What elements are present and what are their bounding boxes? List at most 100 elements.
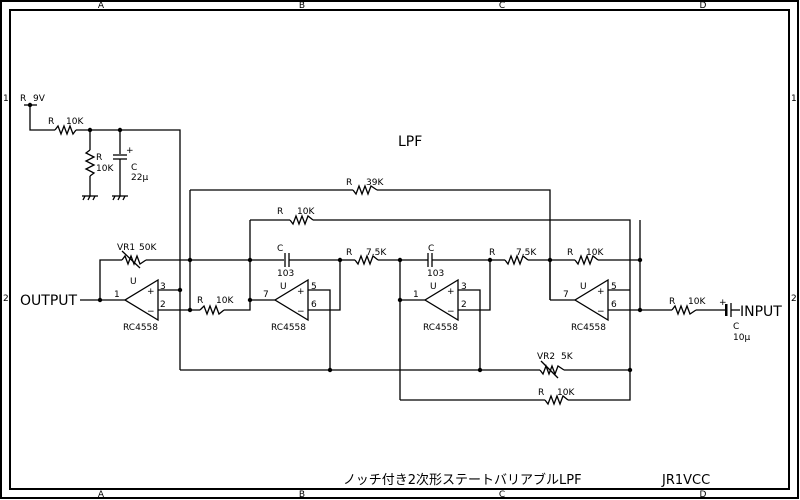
ground-icon <box>82 195 98 201</box>
resistor-r-7-5k-a <box>354 254 379 266</box>
svg-text:1: 1 <box>114 290 120 300</box>
supply-value: 9V <box>33 94 46 104</box>
svg-text:10K: 10K <box>96 164 114 174</box>
svg-text:VR1: VR1 <box>117 243 135 253</box>
svg-text:10K: 10K <box>557 388 575 398</box>
svg-text:RC4558: RC4558 <box>423 323 458 333</box>
svg-text:3: 3 <box>160 282 166 292</box>
svg-text:7: 7 <box>263 290 269 300</box>
opamp-2: + − 5 6 7 U RC4558 <box>263 278 317 333</box>
svg-text:−: − <box>447 307 455 317</box>
svg-text:6: 6 <box>611 300 617 310</box>
resistor-r-7-5k-b <box>504 254 529 266</box>
svg-text:1: 1 <box>413 290 419 300</box>
grid-row-1-right: 1 <box>791 94 797 104</box>
svg-text:R: R <box>489 248 495 258</box>
svg-text:2: 2 <box>160 300 166 310</box>
svg-text:U: U <box>580 282 587 292</box>
svg-text:R: R <box>48 117 54 127</box>
resistor-r-10k-fb <box>289 214 314 226</box>
bias-network: R 9V R 10K R 10K + C 22μ <box>20 94 181 370</box>
svg-text:R: R <box>669 297 675 307</box>
svg-text:C: C <box>733 322 739 332</box>
svg-text:10K: 10K <box>297 207 315 217</box>
svg-text:3: 3 <box>461 282 467 292</box>
svg-text:+: + <box>597 287 605 297</box>
section-label: LPF <box>398 134 422 150</box>
svg-text:5: 5 <box>611 282 617 292</box>
svg-text:7: 7 <box>563 290 569 300</box>
resistor-r-10k-bottom <box>544 394 569 406</box>
capacitor-c-in <box>725 304 728 316</box>
resistor-bias-top <box>54 124 77 136</box>
svg-text:R: R <box>346 248 352 258</box>
input-port: INPUT <box>740 304 782 320</box>
svg-text:10K: 10K <box>586 248 604 258</box>
grid-col-a-top: A <box>98 1 105 11</box>
grid-row-1-left: 1 <box>3 94 9 104</box>
resistor-r-10k-fb2 <box>574 254 599 266</box>
svg-text:10K: 10K <box>216 296 234 306</box>
svg-text:39K: 39K <box>366 178 384 188</box>
svg-text:R: R <box>277 207 283 217</box>
svg-text:C: C <box>428 244 434 254</box>
svg-text:+: + <box>447 287 455 297</box>
grid-col-d-bottom: D <box>700 490 707 500</box>
svg-text:U: U <box>430 282 437 292</box>
svg-text:C: C <box>131 163 137 173</box>
svg-text:R: R <box>538 388 544 398</box>
svg-text:+: + <box>297 287 305 297</box>
svg-text:10K: 10K <box>688 297 706 307</box>
sheet-author: JR1VCC <box>661 473 710 488</box>
svg-text:C: C <box>277 244 283 254</box>
grid-col-a-bottom: A <box>98 490 105 500</box>
svg-text:103: 103 <box>277 269 294 279</box>
resistor-bias-bottom <box>84 149 96 177</box>
grid-col-b-bottom: B <box>299 490 305 500</box>
svg-text:+: + <box>147 287 155 297</box>
svg-text:5K: 5K <box>561 352 574 362</box>
svg-text:+: + <box>719 298 727 308</box>
svg-text:7.5K: 7.5K <box>516 248 537 258</box>
supply-ref: R <box>20 94 26 104</box>
svg-text:U: U <box>130 277 137 287</box>
svg-text:−: − <box>297 307 305 317</box>
output-port: OUTPUT <box>20 293 78 309</box>
svg-text:6: 6 <box>311 300 317 310</box>
svg-text:VR2: VR2 <box>537 352 555 362</box>
ground-icon <box>112 195 128 201</box>
svg-text:−: − <box>597 307 605 317</box>
svg-text:10K: 10K <box>66 117 84 127</box>
svg-text:U: U <box>280 282 287 292</box>
svg-text:R: R <box>197 296 203 306</box>
grid-col-b-top: B <box>299 1 305 11</box>
svg-text:5: 5 <box>311 282 317 292</box>
grid-col-c-top: C <box>499 1 505 11</box>
grid-row-2-right: 2 <box>791 294 797 304</box>
resistor-r-39k <box>352 184 378 196</box>
svg-text:R: R <box>96 153 102 163</box>
opamp-4: + − 5 6 7 U RC4558 <box>563 278 617 333</box>
svg-text:50K: 50K <box>139 243 157 253</box>
opamp-3: + − 3 2 1 U RC4558 <box>413 278 467 333</box>
sheet-title: ノッチ付き2次形ステートバリアブルLPF <box>343 472 582 488</box>
resistor-r-10k-a <box>199 304 225 316</box>
potentiometer-vr1 <box>121 254 147 266</box>
svg-text:22μ: 22μ <box>131 173 148 183</box>
svg-text:7.5K: 7.5K <box>366 248 387 258</box>
svg-text:RC4558: RC4558 <box>271 323 306 333</box>
opamp-1: + − 3 2 1 U RC4558 <box>114 277 166 333</box>
svg-text:R: R <box>346 178 352 188</box>
grid-row-2-left: 2 <box>3 294 9 304</box>
plus-mark: + <box>126 146 134 156</box>
svg-text:R: R <box>567 248 573 258</box>
svg-text:−: − <box>147 307 155 317</box>
inner-frame <box>9 9 790 490</box>
svg-text:RC4558: RC4558 <box>571 323 606 333</box>
grid-col-c-bottom: C <box>499 490 505 500</box>
svg-text:RC4558: RC4558 <box>123 323 158 333</box>
svg-text:10μ: 10μ <box>733 333 750 343</box>
grid-col-d-top: D <box>700 1 707 11</box>
